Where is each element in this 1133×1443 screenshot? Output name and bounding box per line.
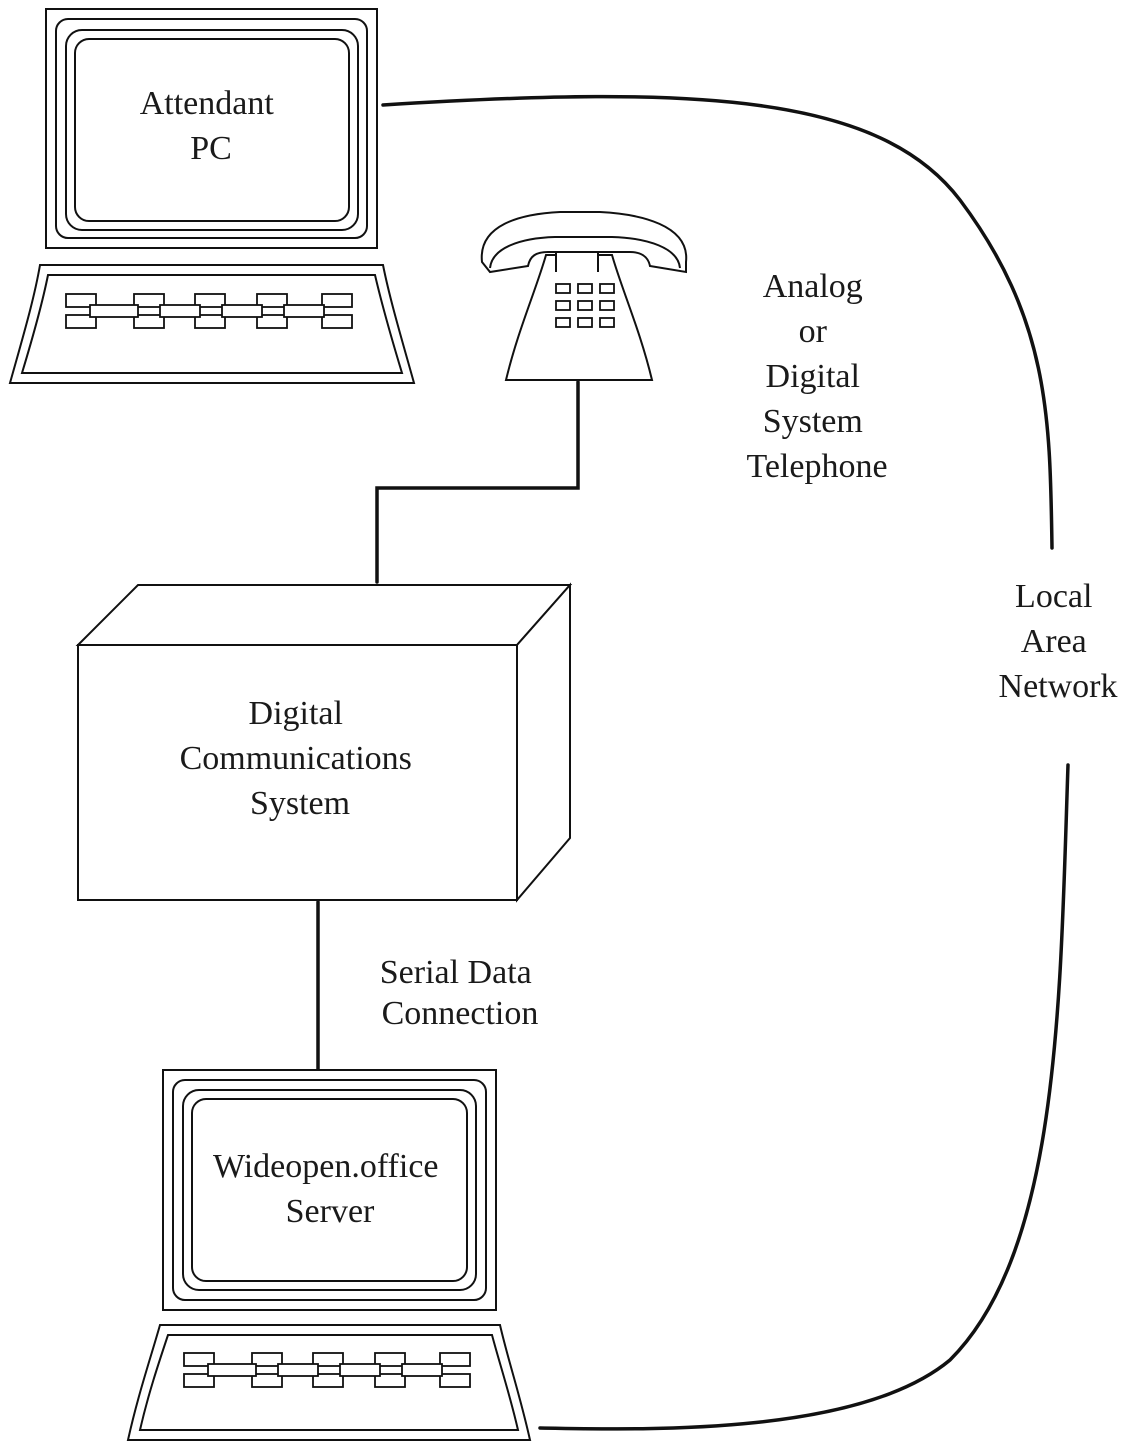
communications-system-label-line: Communications [180, 740, 412, 777]
box-front-face [77, 644, 518, 901]
telephone-handset [480, 211, 688, 274]
attendant-pc-label-line: Attendant [140, 85, 275, 122]
telephone-label-line: Analog [763, 268, 863, 305]
telephone-cable [375, 380, 580, 584]
lan-cable-upper [381, 94, 1054, 550]
telephone-keypad [555, 283, 615, 328]
attendant-pc: Attendant PC [8, 8, 416, 384]
server-keyboard [126, 1324, 532, 1441]
server-label: Wideopen.office Server [213, 1148, 447, 1230]
telephone-label-line: or [799, 313, 828, 350]
telephone-label: Analog or Digital System Telephone [746, 268, 887, 485]
lan-label: Local Area Network [999, 578, 1118, 705]
attendant-pc-monitor [45, 8, 378, 249]
telephone-label-line: Telephone [746, 448, 887, 485]
lan-cable-lower [538, 763, 1070, 1431]
server-label-line: Server [286, 1193, 375, 1230]
communications-system-label-line: Digital [249, 695, 343, 732]
attendant-pc-label-line: PC [190, 130, 232, 167]
communications-system-label: Digital Communications System [180, 695, 421, 822]
communications-system-box: Digital Communications System [75, 582, 573, 903]
attendant-pc-keyboard [8, 264, 416, 384]
server: Wideopen.office Server [126, 1069, 532, 1441]
box-top-face [75, 584, 573, 646]
serial-connection-label-line: Connection [382, 995, 539, 1032]
serial-connection-label-line: Serial Data [380, 954, 532, 991]
lan-label-line: Network [999, 668, 1118, 705]
serial-connection-label: Serial Data Connection [380, 954, 541, 1032]
telephone [480, 211, 688, 381]
telephone-label-line: System [763, 403, 863, 440]
attendant-pc-label: Attendant PC [140, 85, 283, 167]
lan-label-line: Local [1015, 578, 1092, 615]
communications-system-label-line: System [250, 785, 350, 822]
server-monitor [162, 1069, 497, 1311]
server-label-line: Wideopen.office [213, 1148, 439, 1185]
telephone-label-line: Digital [766, 358, 860, 395]
server-keys [183, 1352, 471, 1388]
lan-label-line: Area [1021, 623, 1087, 660]
attendant-pc-keys [65, 293, 353, 329]
